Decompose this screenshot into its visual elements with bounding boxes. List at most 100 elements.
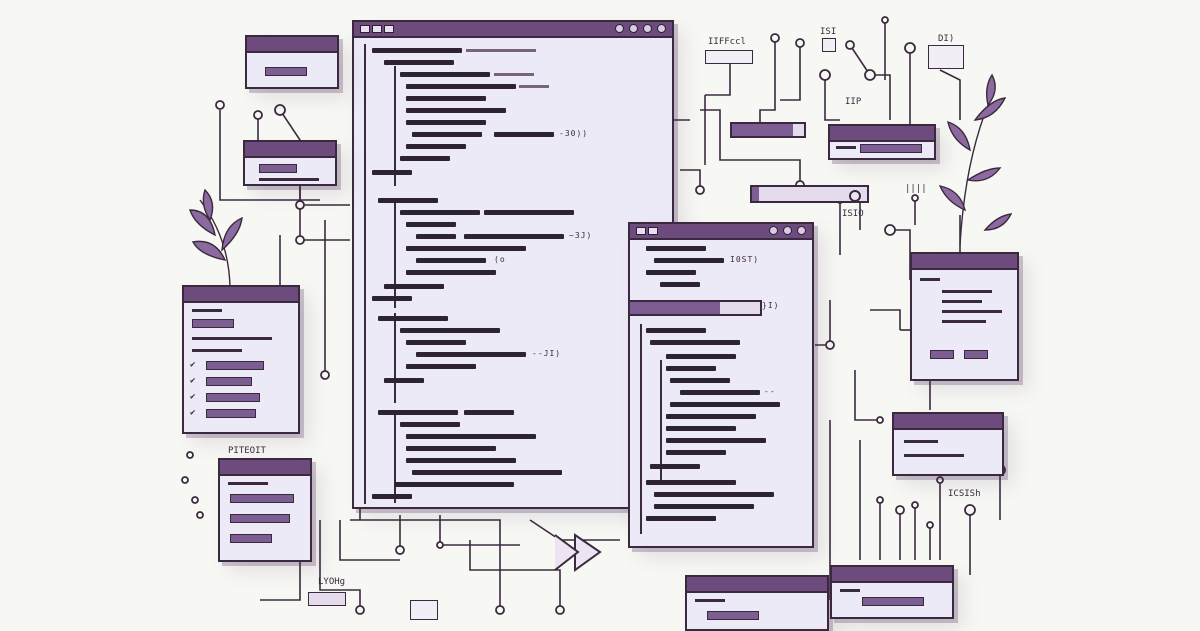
code-line xyxy=(400,72,490,77)
code-line xyxy=(646,516,716,521)
top-right-label: ISI xyxy=(820,27,837,37)
bottom-right-label: ICSISh xyxy=(948,489,981,499)
code-annotation: (o xyxy=(494,255,506,264)
checkmark-icon[interactable]: ✔ xyxy=(190,392,196,402)
checklist-item[interactable] xyxy=(206,393,260,402)
mini-window-top-left[interactable] xyxy=(245,35,339,89)
code-line xyxy=(406,458,516,463)
middle-slider-bar[interactable] xyxy=(750,185,869,203)
bottom-left-label: LYOHg xyxy=(318,577,346,587)
code-line xyxy=(378,410,458,415)
slider-knob[interactable] xyxy=(849,190,861,202)
mini-window-field[interactable] xyxy=(259,164,297,173)
mini-window-titlebar[interactable] xyxy=(830,126,934,142)
mini-window-left-2[interactable] xyxy=(243,140,337,186)
form-field[interactable] xyxy=(230,494,294,503)
code-line xyxy=(406,96,486,101)
detail-window-titlebar[interactable] xyxy=(912,254,1017,270)
bottom-window-field[interactable] xyxy=(862,597,924,606)
checklist-item[interactable] xyxy=(206,409,256,418)
mini-window-field[interactable] xyxy=(860,144,922,153)
code-annotation: }I) xyxy=(762,301,780,310)
bottom-window-field[interactable] xyxy=(707,611,759,620)
detail-cancel-button[interactable] xyxy=(930,350,954,359)
mini-window-field[interactable] xyxy=(265,67,307,76)
bottom-window-titlebar[interactable] xyxy=(687,577,827,593)
detail-text xyxy=(942,290,992,293)
code-line xyxy=(406,270,496,275)
window-extra-icon[interactable] xyxy=(657,24,666,33)
code-line xyxy=(680,390,760,395)
checklist-text xyxy=(192,337,272,340)
mini-window-right-mid[interactable] xyxy=(892,412,1004,476)
secondary-code-area[interactable]: I0ST) }I) -- xyxy=(630,240,812,546)
mid-right-label: ISIO xyxy=(842,209,864,219)
window-maximize-icon[interactable] xyxy=(629,24,638,33)
indent-guide xyxy=(660,360,662,480)
top-right-label: IIFFccl xyxy=(708,37,746,47)
form-window-titlebar[interactable] xyxy=(220,460,310,476)
bottom-window-text xyxy=(695,599,725,602)
middle-slider-fill xyxy=(752,187,759,201)
checklist-field[interactable] xyxy=(192,319,234,328)
detail-window-right[interactable] xyxy=(910,252,1019,381)
main-code-window-titlebar[interactable] xyxy=(354,22,672,38)
checklist-window[interactable]: ✔ ✔ ✔ ✔ xyxy=(182,285,300,434)
code-annotation: -- xyxy=(764,387,776,396)
main-code-window[interactable]: -30)) ~3J) (o --JI) xyxy=(352,20,674,509)
mini-window-titlebar[interactable] xyxy=(894,414,1002,430)
code-line xyxy=(416,234,456,239)
titlebar-square-icon xyxy=(384,25,394,33)
code-line xyxy=(666,438,766,443)
code-editor-area[interactable]: -30)) ~3J) (o --JI) xyxy=(354,38,672,507)
checkmark-icon[interactable]: ✔ xyxy=(190,360,196,370)
mini-window-titlebar[interactable] xyxy=(245,142,335,158)
code-line xyxy=(654,492,774,497)
bottom-window-2[interactable] xyxy=(830,565,954,619)
code-line xyxy=(378,198,438,203)
checklist-text xyxy=(192,309,222,312)
code-line xyxy=(666,426,736,431)
window-maximize-icon[interactable] xyxy=(783,226,792,235)
checklist-item[interactable] xyxy=(206,377,252,386)
checklist-window-titlebar[interactable] xyxy=(184,287,298,303)
secondary-code-window[interactable]: I0ST) }I) -- xyxy=(628,222,814,548)
form-field[interactable] xyxy=(230,514,290,523)
window-minimize-icon[interactable] xyxy=(769,226,778,235)
top-slider-bar[interactable] xyxy=(730,122,806,138)
code-line xyxy=(406,364,476,369)
detail-ok-button[interactable] xyxy=(964,350,988,359)
top-right-label-box xyxy=(705,50,753,64)
window-close-icon[interactable] xyxy=(797,226,806,235)
code-line xyxy=(406,246,526,251)
code-line xyxy=(666,366,716,371)
window-minimize-icon[interactable] xyxy=(615,24,624,33)
progress-slider[interactable] xyxy=(630,300,762,316)
mini-window-body xyxy=(247,53,337,87)
checkmark-icon[interactable]: ✔ xyxy=(190,408,196,418)
checkmark-icon[interactable]: ✔ xyxy=(190,376,196,386)
code-line xyxy=(372,296,412,301)
form-window-bottom-left[interactable] xyxy=(218,458,312,562)
top-right-box xyxy=(822,38,836,52)
titlebar-square-icon xyxy=(360,25,370,33)
code-line xyxy=(646,480,736,485)
code-line xyxy=(464,234,564,239)
mini-window-titlebar[interactable] xyxy=(247,37,337,53)
code-line xyxy=(466,49,536,52)
window-close-icon[interactable] xyxy=(643,24,652,33)
form-field[interactable] xyxy=(230,534,272,543)
code-annotation: -30)) xyxy=(559,129,589,138)
mini-window-top-right[interactable] xyxy=(828,124,936,160)
code-line xyxy=(406,222,456,227)
code-line xyxy=(400,156,450,161)
detail-text xyxy=(942,310,1002,313)
bottom-window-body xyxy=(832,583,952,617)
bottom-window-1[interactable] xyxy=(685,575,829,631)
secondary-code-window-titlebar[interactable] xyxy=(630,224,812,240)
bottom-window-titlebar[interactable] xyxy=(832,567,952,583)
checklist-item[interactable] xyxy=(206,361,264,370)
code-line xyxy=(670,402,780,407)
mini-window-text xyxy=(836,146,856,149)
